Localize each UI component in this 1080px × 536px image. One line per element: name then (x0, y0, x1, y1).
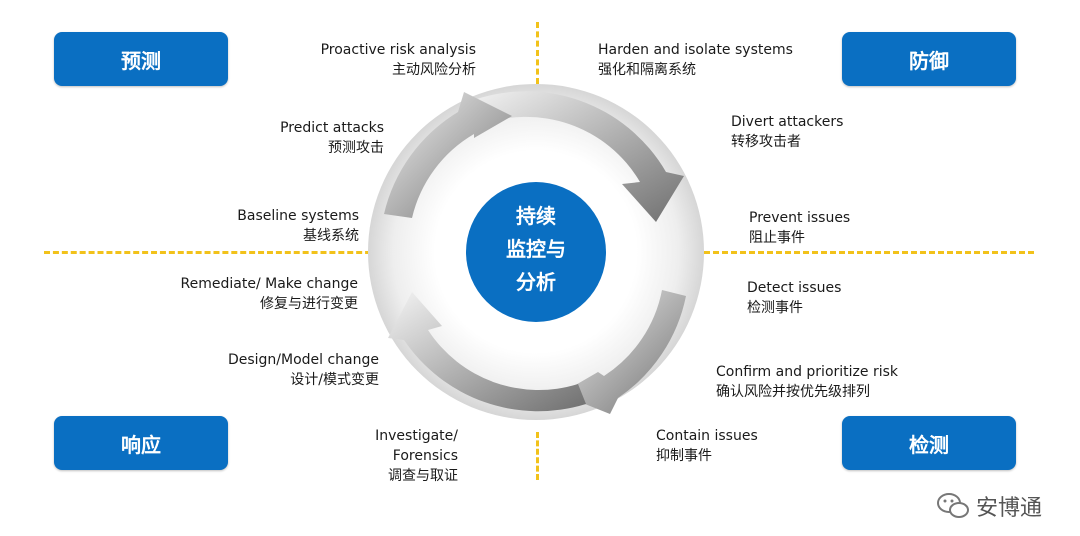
vertical-divider-bottom (536, 432, 539, 480)
step-remediate: Remediate/ Make change 修复与进行变更 (181, 274, 358, 314)
arrow-top-left (384, 92, 512, 218)
step-label-zh: 强化和隔离系统 (598, 62, 696, 78)
step-label-en: Detect issues (747, 280, 842, 296)
step-label-zh: 预测攻击 (328, 140, 384, 156)
step-label-en: Harden and isolate systems (598, 42, 793, 58)
vertical-divider-top (536, 22, 539, 84)
wechat-icon (936, 493, 969, 518)
step-label-en: Predict attacks (280, 120, 384, 136)
badge-respond: 响应 (54, 416, 228, 470)
step-label-en: Design/Model change (227, 352, 379, 368)
step-label-zh: 主动风险分析 (392, 62, 476, 78)
step-label-zh: 基线系统 (303, 228, 359, 244)
step-label-zh: 检测事件 (747, 300, 803, 316)
step-label-en: Confirm and prioritize risk (716, 364, 898, 380)
step-harden-isolate: Harden and isolate systems 强化和隔离系统 (598, 40, 793, 80)
center-line-3: 分析 (516, 270, 556, 294)
step-baseline-systems: Baseline systems 基线系统 (237, 206, 359, 246)
step-label-en: Baseline systems (237, 208, 359, 224)
horizontal-divider-right (704, 251, 1034, 254)
arrow-bottom-right (560, 290, 686, 414)
step-label-en: Investigate/ (375, 428, 458, 444)
center-label: 持续 监控与 分析 (470, 200, 602, 299)
badge-detect: 检测 (842, 416, 1016, 470)
step-detect-issues: Detect issues 检测事件 (747, 278, 841, 318)
step-label-zh: 转移攻击者 (731, 134, 801, 150)
step-investigate-forensics: Investigate/ Forensics 调查与取证 (375, 426, 458, 486)
center-line-1: 持续 (516, 204, 556, 228)
step-contain-issues: Contain issues 抑制事件 (656, 426, 758, 466)
center-circle (466, 182, 606, 322)
step-label-en: Contain issues (656, 428, 758, 444)
step-confirm-prioritize: Confirm and prioritize risk 确认风险并按优先级排列 (716, 362, 898, 402)
step-label-zh: 确认风险并按优先级排列 (716, 384, 870, 400)
badge-prevent: 防御 (842, 32, 1016, 86)
arrow-top-right (468, 91, 684, 223)
horizontal-divider-left (44, 251, 380, 254)
step-label-zh: 阻止事件 (749, 230, 805, 246)
step-divert-attackers: Divert attackers 转移攻击者 (731, 112, 843, 152)
step-prevent-issues: Prevent issues 阻止事件 (749, 208, 850, 248)
step-label-zh: 修复与进行变更 (260, 296, 358, 312)
watermark: 安博通 (936, 490, 1042, 522)
step-predict-attacks: Predict attacks 预测攻击 (280, 118, 384, 158)
step-design-model-change: Design/Model change 设计/模式变更 (228, 350, 379, 390)
step-proactive-risk-analysis: Proactive risk analysis 主动风险分析 (321, 40, 476, 80)
step-label-zh: 调查与取证 (388, 468, 458, 484)
center-line-2: 监控与 (506, 237, 566, 261)
step-label-en: Remediate/ Make change (180, 276, 358, 292)
step-label-zh: 设计/模式变更 (290, 372, 379, 388)
arrow-bottom-left (388, 292, 586, 412)
watermark-text: 安博通 (975, 496, 1042, 521)
step-label-en: Divert attackers (731, 114, 844, 130)
step-label-en: Forensics (392, 448, 458, 464)
step-label-en: Prevent issues (749, 210, 851, 226)
step-label-en: Proactive risk analysis (320, 42, 476, 58)
badge-predict: 预测 (54, 32, 228, 86)
step-label-zh: 抑制事件 (656, 448, 712, 464)
